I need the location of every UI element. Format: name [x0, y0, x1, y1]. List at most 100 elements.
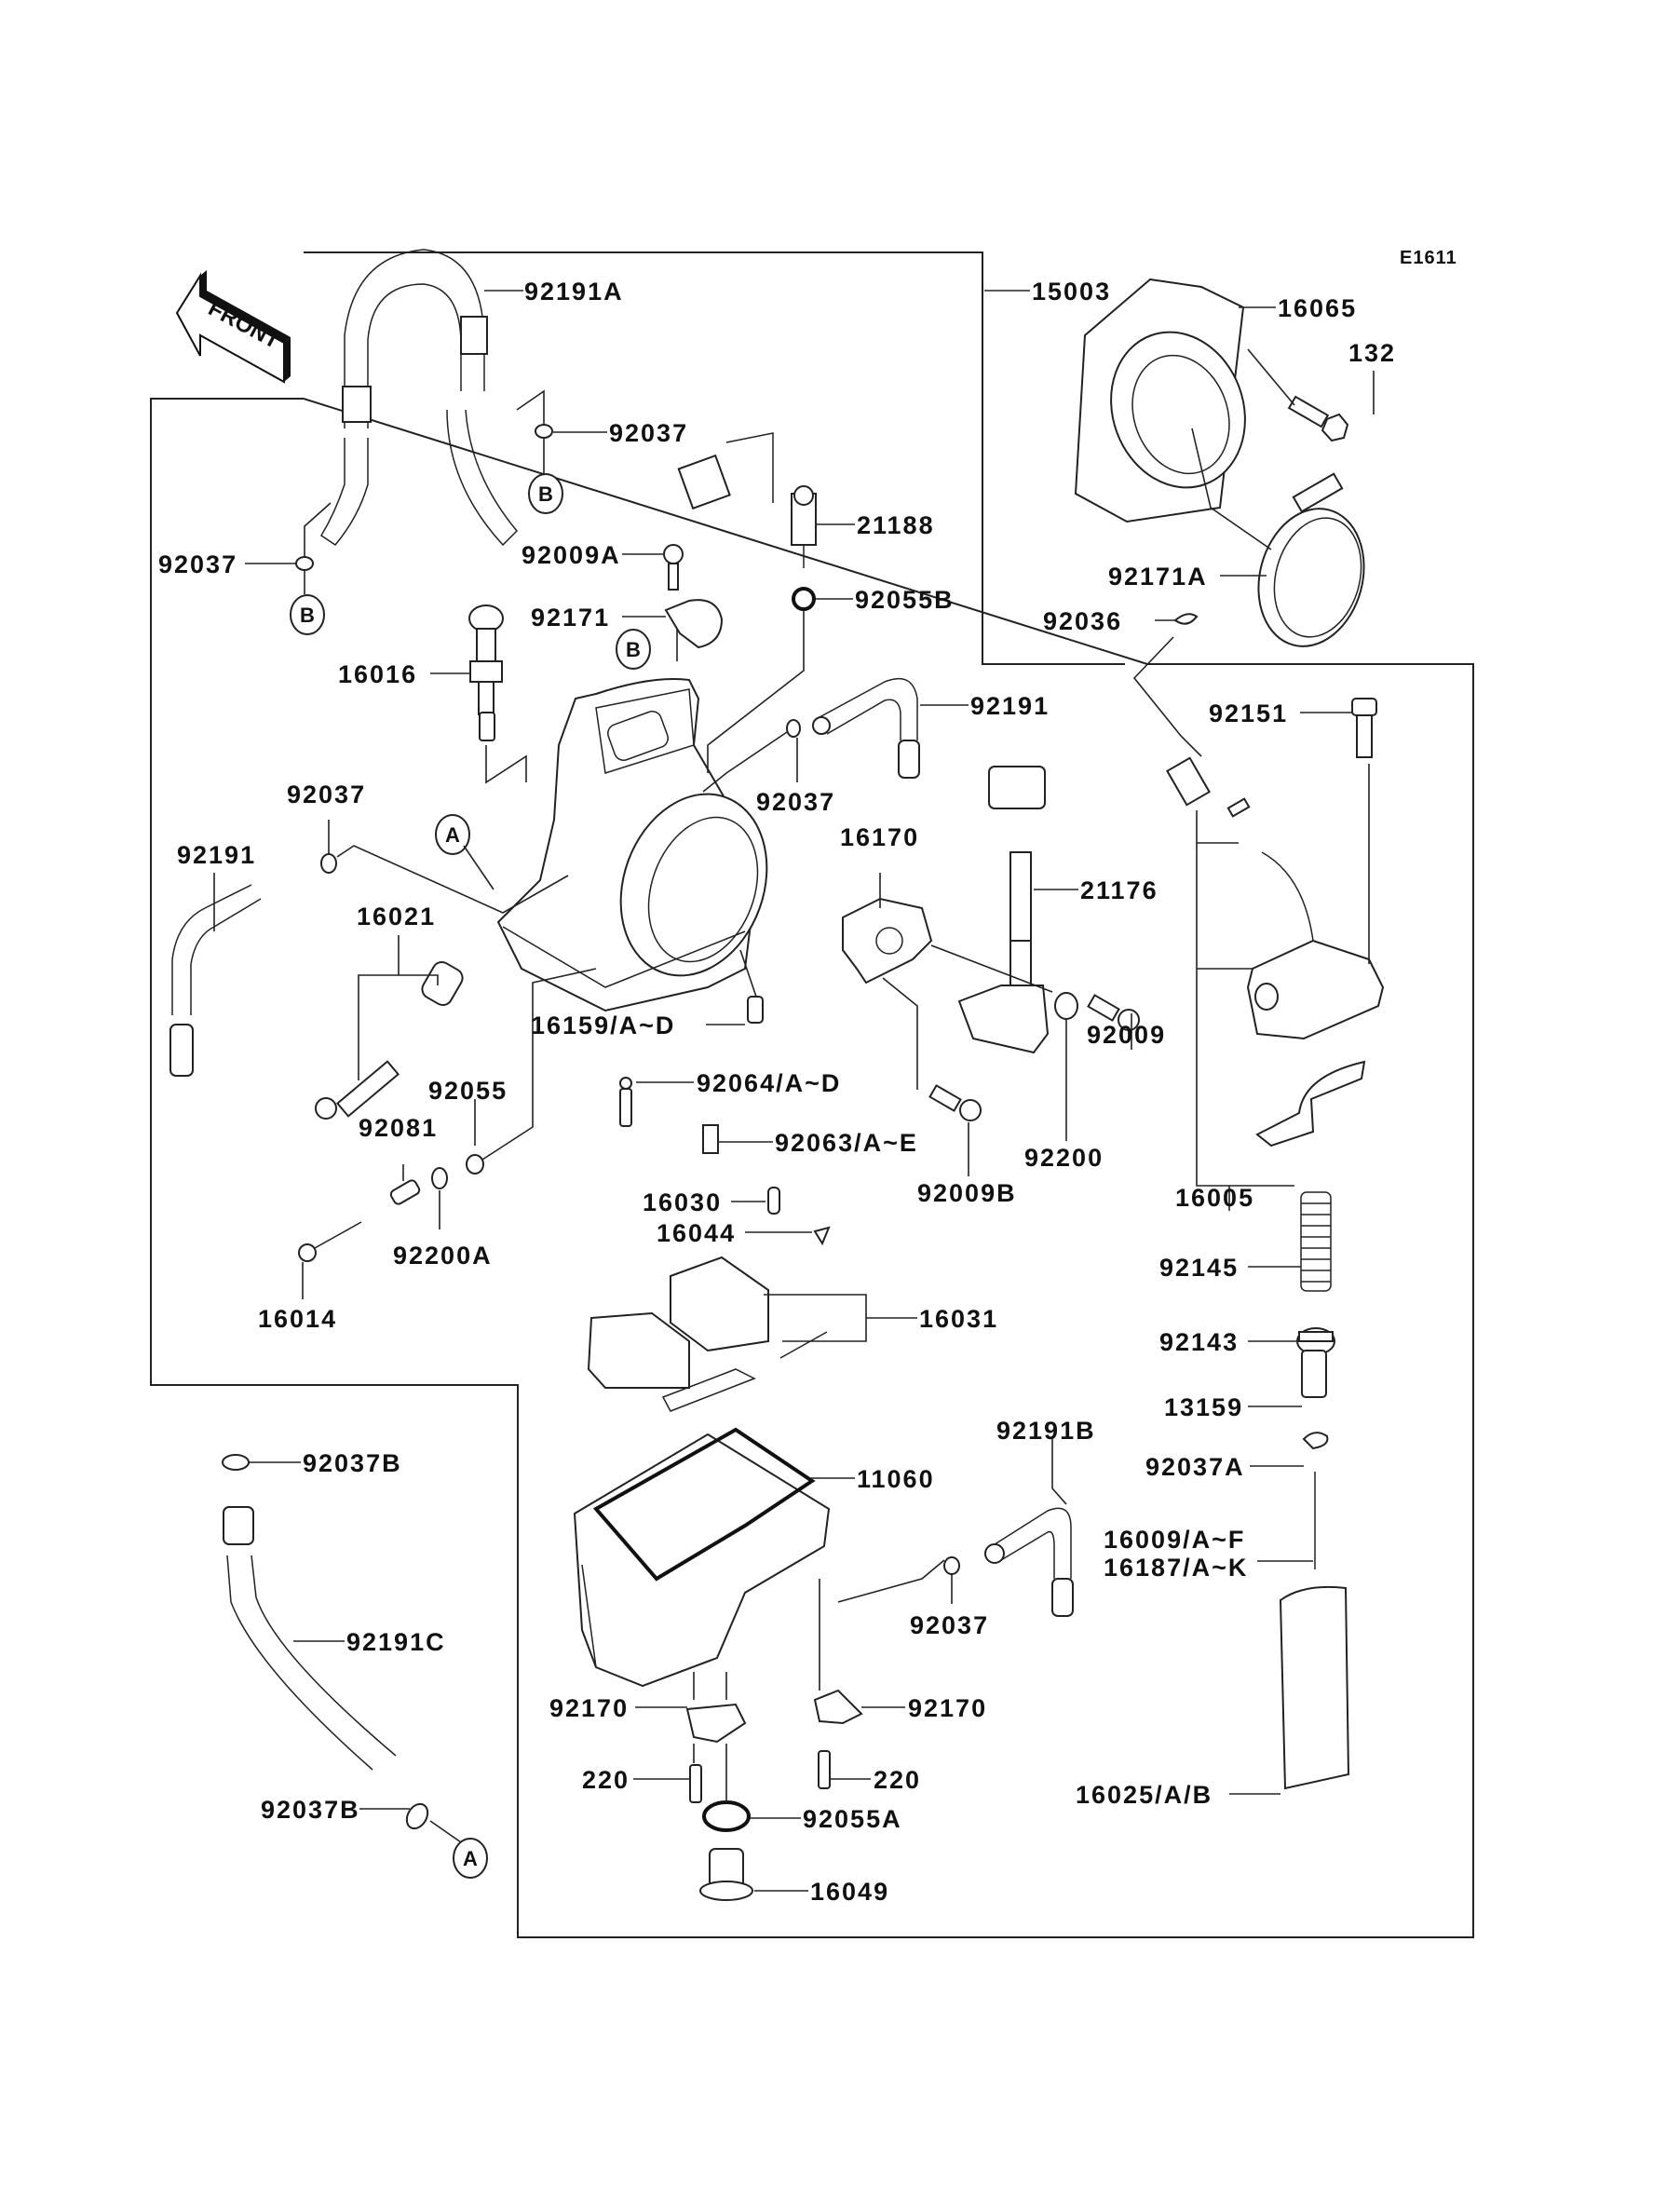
throttle-valve-16025-icon [1279, 1585, 1350, 1790]
frame-break-lead [1132, 636, 1202, 757]
ref-mark-a-bottom: A [453, 1838, 488, 1879]
label-16031: 16031 [919, 1305, 998, 1333]
label-92037-left: 92037 [158, 550, 237, 578]
sensor-21176-drawing [957, 766, 1050, 1054]
cable-nut-icon [1226, 797, 1251, 818]
bracket-16170-drawing [842, 897, 933, 985]
label-92037A: 92037A [1145, 1453, 1245, 1481]
label-16025: 16025/A/B [1076, 1781, 1213, 1809]
label-16021: 16021 [357, 903, 436, 930]
figure-code: E1611 [1400, 248, 1457, 268]
holder-13159-icon [1301, 1350, 1327, 1398]
label-16187: 16187/A~K [1104, 1554, 1248, 1582]
plug-16049-drawing [699, 1848, 753, 1901]
ref-mark-b-body: B [616, 629, 651, 670]
label-92191: 92191 [970, 692, 1050, 720]
svg-text:B: B [300, 604, 315, 627]
label-92171A: 92171A [1108, 563, 1208, 591]
label-16016: 16016 [338, 660, 417, 688]
clamp-92037B-bot-icon [405, 1802, 429, 1830]
spring-92081-icon [389, 1179, 421, 1205]
label-92151: 92151 [1209, 699, 1288, 727]
main-jet-92063-icon [702, 1124, 719, 1154]
label-92143: 92143 [1159, 1328, 1239, 1356]
svg-text:B: B [626, 638, 641, 661]
bolt-132-drawing [1287, 395, 1349, 442]
label-16170: 16170 [840, 823, 919, 851]
pilot-screw-16014-drawing [298, 1221, 362, 1262]
svg-text:A: A [445, 823, 460, 847]
label-92055B: 92055B [855, 586, 955, 614]
label-92064: 92064/A~D [697, 1069, 841, 1097]
float-bowl-drawing [573, 1427, 831, 1688]
label-92170-left: 92170 [549, 1694, 629, 1722]
label-16014: 16014 [258, 1305, 337, 1333]
label-92200A: 92200A [393, 1242, 493, 1270]
label-15003: 15003 [1032, 278, 1111, 306]
clip-92037A-icon [1302, 1432, 1329, 1450]
assembly-frame [150, 251, 1474, 1938]
label-92191A: 92191A [524, 278, 624, 306]
label-16005: 16005 [1175, 1184, 1254, 1212]
clamp-92037-mid-icon [786, 719, 801, 738]
needle-valve-16030-icon [767, 1187, 780, 1215]
label-21188: 21188 [857, 511, 935, 539]
cap-16005-drawing [1246, 851, 1385, 1040]
clamp-92037-top-icon [535, 424, 553, 439]
part-labels: 92191A 92037 92037 21188 92009A 92055B 9… [158, 278, 1396, 1906]
ref-mark-b-top: B [528, 473, 563, 514]
label-16044: 16044 [657, 1219, 736, 1247]
label-21176: 21176 [1080, 876, 1158, 904]
label-92037-mid: 92037 [756, 788, 835, 816]
label-92037-top: 92037 [609, 419, 688, 447]
label-92009A: 92009A [522, 541, 621, 569]
front-arrow-icon: FRONT [175, 270, 291, 384]
label-132: 132 [1348, 339, 1396, 367]
label-92037B-top: 92037B [303, 1449, 402, 1477]
label-13159: 13159 [1164, 1393, 1243, 1421]
washer-92200A-icon [431, 1167, 448, 1189]
label-92009: 92009 [1087, 1021, 1166, 1049]
pilot-jet-92064-drawing [619, 1077, 632, 1127]
label-92055: 92055 [428, 1077, 508, 1105]
clamp-92037-left-icon [295, 556, 314, 571]
label-92055A: 92055A [803, 1805, 902, 1833]
svg-text:A: A [463, 1847, 478, 1870]
screw-92009A-drawing [663, 544, 684, 591]
carburetor-body-drawing [496, 678, 768, 1012]
oring-92055-icon [466, 1154, 484, 1175]
sensor-21188-drawing [677, 432, 817, 568]
clamp-92171-drawing [664, 599, 724, 649]
gasket-icon [1255, 1060, 1366, 1148]
holder-16065-drawing [1074, 278, 1246, 523]
hose-92191A-drawing [319, 249, 519, 547]
label-92037-mid2: 92037 [287, 781, 366, 808]
clamp-92171A-drawing [1257, 472, 1365, 647]
label-16030: 16030 [643, 1188, 722, 1216]
clamp-92037B-top-icon [222, 1454, 250, 1471]
label-92170-right: 92170 [908, 1694, 987, 1722]
screw-92009-drawing [1087, 994, 1140, 1031]
clamp-92170-left-icon [685, 1703, 747, 1744]
label-92171: 92171 [531, 604, 610, 631]
float-16031-drawing [587, 1256, 828, 1412]
spring-92145-drawing [1300, 1191, 1332, 1292]
oring-92055A-icon [702, 1800, 751, 1832]
label-92191B: 92191B [996, 1417, 1096, 1445]
clip-92036-icon [1173, 613, 1199, 625]
screw-220-left-icon [689, 1764, 702, 1803]
label-92145: 92145 [1159, 1254, 1239, 1282]
washer-92200-icon [1054, 992, 1078, 1020]
oring-92055B-icon [792, 587, 816, 611]
ref-mark-a-body: A [435, 814, 470, 855]
label-220-left: 220 [582, 1766, 630, 1794]
clip-16044-icon [813, 1226, 831, 1246]
label-92037-bot: 92037 [910, 1611, 989, 1639]
label-220-right: 220 [874, 1766, 921, 1794]
label-16159: 16159/A~D [531, 1012, 675, 1039]
clamp-92170-right-icon [813, 1689, 863, 1725]
svg-text:B: B [538, 482, 553, 506]
label-11060: 11060 [857, 1465, 935, 1493]
screw-220-right-icon [818, 1750, 831, 1789]
